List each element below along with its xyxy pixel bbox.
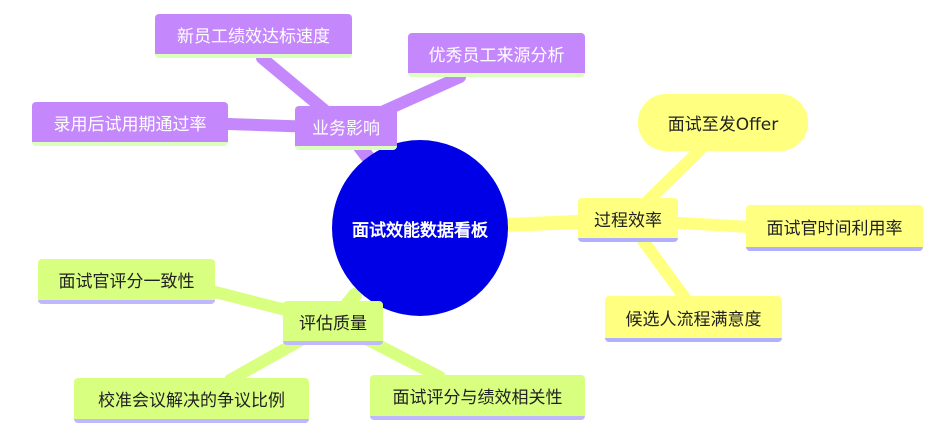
node-interview-to-offer[interactable]: 面试至发Offer [638,94,808,151]
center-node[interactable]: 面试效能数据看板 [332,140,508,316]
node-interviewer-time-utilization[interactable]: 面试官时间利用率 [746,205,923,251]
node-probation-pass-rate[interactable]: 录用后试用期通过率 [32,102,228,146]
branch-process[interactable]: 过程效率 [578,198,678,242]
node-interviewer-score-consistency[interactable]: 面试官评分一致性 [38,259,215,304]
node-calibration-dispute-ratio[interactable]: 校准会议解决的争议比例 [74,378,309,423]
center-label: 面试效能数据看板 [352,220,488,241]
node-score-performance-correlation[interactable]: 面试评分与绩效相关性 [370,375,585,420]
branch-business[interactable]: 业务影响 [295,106,397,150]
node-candidate-satisfaction[interactable]: 候选人流程满意度 [605,296,782,342]
node-top-talent-source[interactable]: 优秀员工来源分析 [408,33,585,77]
branch-quality[interactable]: 评估质量 [283,301,383,345]
node-new-hire-performance-speed[interactable]: 新员工绩效达标速度 [155,14,352,58]
